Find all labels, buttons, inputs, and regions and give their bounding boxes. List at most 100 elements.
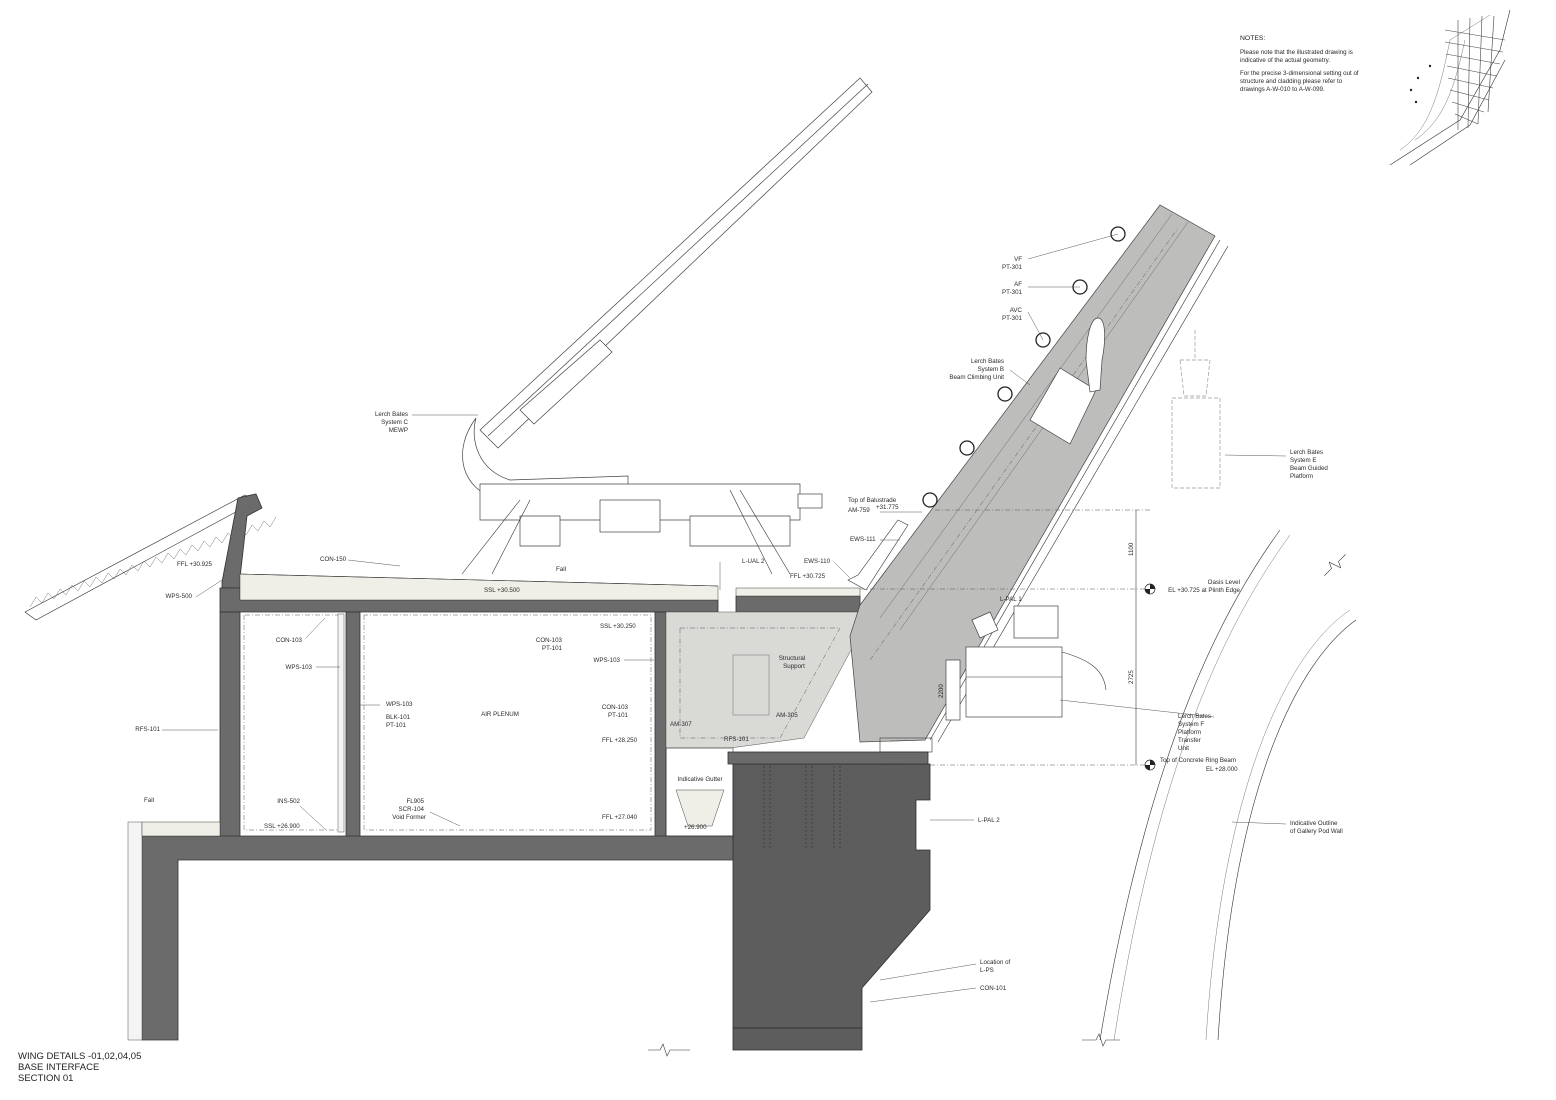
label-wps103: WPS-103 — [386, 701, 413, 708]
label-outline: Indicative Outline — [1290, 820, 1338, 827]
label-ffl: FFL +30.925 — [177, 561, 213, 568]
title-line: WING DETAILS -01,02,04,05 — [18, 1051, 141, 1062]
label-ins502: INS-502 — [277, 798, 300, 805]
label-location: L-PS — [980, 967, 994, 974]
label-con150: CON-150 — [320, 556, 347, 563]
label-lerch-f: Transfer — [1178, 737, 1201, 744]
label-con101: CON-101 — [980, 985, 1007, 992]
label-wps500: WPS-500 — [166, 593, 193, 600]
label-air-plenum: AIR PLENUM — [481, 711, 519, 718]
label-structural: Support — [783, 663, 805, 670]
label-scr104: SCR-104 — [399, 806, 425, 813]
label-rfs101: RFS-101 — [724, 736, 749, 743]
label-ffl: FFL +30.725 — [790, 573, 826, 580]
label-outline: of Gallery Pod Wall — [1290, 828, 1343, 835]
label-blk101: BLK-101 — [386, 714, 411, 721]
title-line: BASE INTERFACE — [18, 1062, 99, 1073]
wall-linings — [243, 613, 652, 833]
label-oasis: EL +30.725 at Plinth Edge — [1168, 587, 1240, 594]
beam-guided-platform — [1171, 330, 1221, 489]
key-plan-sketch — [1389, 9, 1511, 166]
title-line: SECTION 01 — [18, 1073, 73, 1084]
label-lual2: L-UAL 2 — [742, 558, 765, 565]
label-pt301: PT-301 — [1002, 264, 1023, 271]
label-void-former: Void Former — [392, 814, 426, 821]
tag-circles — [922, 226, 1126, 508]
label-ring-beam: EL +28.000 — [1206, 766, 1238, 773]
label-lerch-e: Platform — [1290, 473, 1313, 480]
title-block: WING DETAILS -01,02,04,05 BASE INTERFACE… — [18, 1051, 141, 1084]
label-pt301: PT-301 — [1002, 289, 1023, 296]
break-marks — [648, 554, 1346, 1057]
label-lerch-b: Beam Climbing Unit — [949, 374, 1004, 381]
label-am305: AM-305 — [776, 712, 798, 719]
label-ssl: SSL +30.250 — [600, 623, 636, 630]
indicative-gutter — [665, 747, 929, 837]
label-lerch-f: System F — [1178, 721, 1204, 728]
dimension-1100: 1100 — [1128, 542, 1135, 556]
service-zone — [665, 611, 867, 749]
notes-block: NOTES: Please note that the illustrated … — [1240, 35, 1359, 93]
label-gutter: Indicative Gutter — [677, 776, 722, 783]
notes-line: structure and cladding please refer to — [1240, 78, 1343, 85]
label-af: AF — [1014, 281, 1022, 288]
label-lerch-b: Lerch Bates — [971, 358, 1004, 365]
label-lerch-f: Unit — [1178, 745, 1189, 752]
label-pt301: PT-301 — [1002, 315, 1023, 322]
anchor-bolts — [763, 766, 841, 850]
label-lpal1: L-PAL 1 — [1000, 596, 1022, 603]
label-level: +26.900 — [684, 824, 707, 831]
label-lerch-f: Platform — [1178, 729, 1201, 736]
label-ffl: FFL +28.250 — [602, 737, 638, 744]
label-avc: AVC — [1010, 307, 1023, 314]
label-ews110: EWS-110 — [804, 558, 831, 565]
label-lpal2: L-PAL 2 — [978, 817, 1000, 824]
label-structural: Structural — [779, 655, 805, 662]
label-lerch-c: MEWP — [389, 427, 408, 434]
dimension-2200: 2200 — [938, 684, 945, 698]
level-marker-ring-beam — [1144, 759, 1156, 771]
label-con103: CON-103 — [276, 637, 303, 644]
label-lerch-c: System C — [381, 419, 408, 426]
concrete-structure — [127, 587, 931, 1051]
label-lerch-c: Lerch Bates — [375, 411, 408, 418]
label-ffl: FFL +27.040 — [602, 814, 638, 821]
notes-line: drawings A-W-010 to A-W-099. — [1240, 86, 1325, 93]
label-top-balustrade: Top of Balustrade — [848, 497, 897, 504]
notes-line: For the precise 3-dimensional setting ou… — [1240, 70, 1359, 77]
mewp-crane — [461, 77, 873, 575]
label-oasis: Oasis Level — [1208, 579, 1240, 586]
label-ssl: SSL +26.900 — [264, 823, 300, 830]
label-am759: AM-759 — [848, 507, 870, 514]
label-pt101: PT-101 — [608, 712, 629, 719]
label-lerch-e: Beam Guided — [1290, 465, 1328, 472]
label-wps103: WPS-103 — [594, 657, 621, 664]
notes-line: indicative of the actual geometry. — [1240, 57, 1330, 64]
label-am307: AM-307 — [670, 721, 692, 728]
label-fall: Fall — [144, 797, 154, 804]
beam-climbing-unit — [1029, 317, 1105, 445]
label-lerch-b: System B — [978, 366, 1004, 373]
label-lerch-e: Lerch Bates — [1290, 449, 1323, 456]
roof-build-up — [239, 573, 861, 613]
label-fl905: FL905 — [406, 798, 424, 805]
notes-heading: NOTES: — [1240, 35, 1265, 42]
label-vf: VF — [1014, 256, 1022, 263]
notes-line: Please note that the illustrated drawing… — [1240, 49, 1353, 56]
label-level: +31.775 — [876, 504, 899, 511]
label-wps103: WPS-103 — [286, 664, 313, 671]
label-lerch-f: Lerch Bates — [1178, 713, 1211, 720]
label-lerch-e: System E — [1290, 457, 1316, 464]
gallery-pod-wall — [1099, 529, 1357, 1041]
label-location: Location of — [980, 959, 1011, 966]
level-lines — [860, 509, 1150, 766]
label-pt101: PT-101 — [386, 722, 407, 729]
label-ssl: SSL +30.500 — [484, 587, 520, 594]
label-rfs101: RFS-101 — [135, 726, 160, 733]
leader-lines — [162, 233, 1287, 1003]
label-fall: Fall — [556, 566, 566, 573]
dimension-2725: 2725 — [1128, 670, 1135, 684]
labels: VF PT-301 AF PT-301 AVC PT-301 Lerch Bat… — [135, 256, 1343, 992]
level-marker-oasis — [1144, 583, 1156, 595]
label-ews111: EWS-111 — [850, 536, 876, 543]
